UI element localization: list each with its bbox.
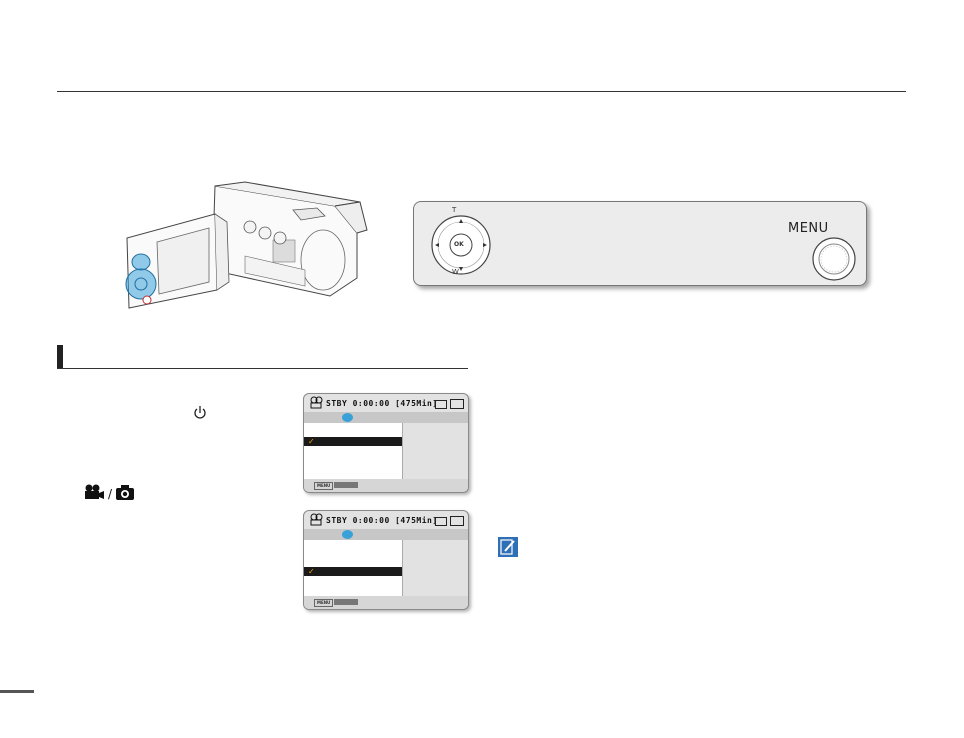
movie-mode-icon — [310, 396, 323, 409]
lcd-status-text: STBY 0:00:00 [475Min] — [326, 399, 438, 408]
lcd-menu-list: ✓ — [304, 540, 403, 596]
mode-icons: / — [85, 484, 134, 501]
lcd-menu-tag: MENU — [314, 482, 334, 490]
lcd-footer: MENU — [304, 596, 468, 609]
lcd-selected-row — [304, 567, 402, 576]
lcd-tab-bar — [304, 412, 468, 423]
note-pencil-icon — [498, 537, 518, 557]
check-icon: ✓ — [308, 567, 315, 576]
movie-mode-icon — [310, 513, 323, 526]
section-rule — [57, 368, 468, 369]
memory-card-icon — [435, 517, 447, 526]
svg-text:/: / — [108, 487, 113, 501]
settings-tab-icon — [342, 530, 353, 539]
camera-icon — [116, 485, 134, 500]
memory-card-icon — [435, 400, 447, 409]
lcd-tab-bar — [304, 529, 468, 540]
control-panel: T W OK MENU — [413, 201, 867, 286]
lcd-status-text: STBY 0:00:00 [475Min] — [326, 516, 438, 525]
lcd-menu-list: ✓ — [304, 423, 403, 479]
lcd-menu-tag: MENU — [314, 599, 334, 607]
zoom-wide-label: W — [452, 268, 459, 276]
settings-tab-icon — [342, 413, 353, 422]
lcd-screen-2: STBY 0:00:00 [475Min] ✓ MENU — [303, 510, 469, 610]
zoom-tele-label: T — [452, 206, 457, 214]
lcd-exit-tag — [334, 482, 358, 488]
control-joystick[interactable] — [426, 210, 496, 280]
footer-bar — [0, 690, 34, 693]
lcd-footer: MENU — [304, 479, 468, 492]
top-rule — [57, 91, 906, 92]
lcd-exit-tag — [334, 599, 358, 605]
ok-label: OK — [454, 241, 464, 248]
section-marker — [57, 345, 63, 368]
movie-camera-icon — [85, 484, 104, 499]
check-icon: ✓ — [308, 437, 315, 446]
lcd-screen-1: STBY 0:00:00 [475Min] ✓ MENU — [303, 393, 469, 493]
menu-button[interactable] — [811, 236, 857, 282]
battery-icon — [450, 516, 464, 526]
battery-icon — [450, 399, 464, 409]
lcd-selected-row — [304, 437, 402, 446]
camcorder-illustration — [125, 181, 368, 309]
menu-label: MENU — [788, 221, 829, 236]
power-icon — [194, 406, 206, 419]
